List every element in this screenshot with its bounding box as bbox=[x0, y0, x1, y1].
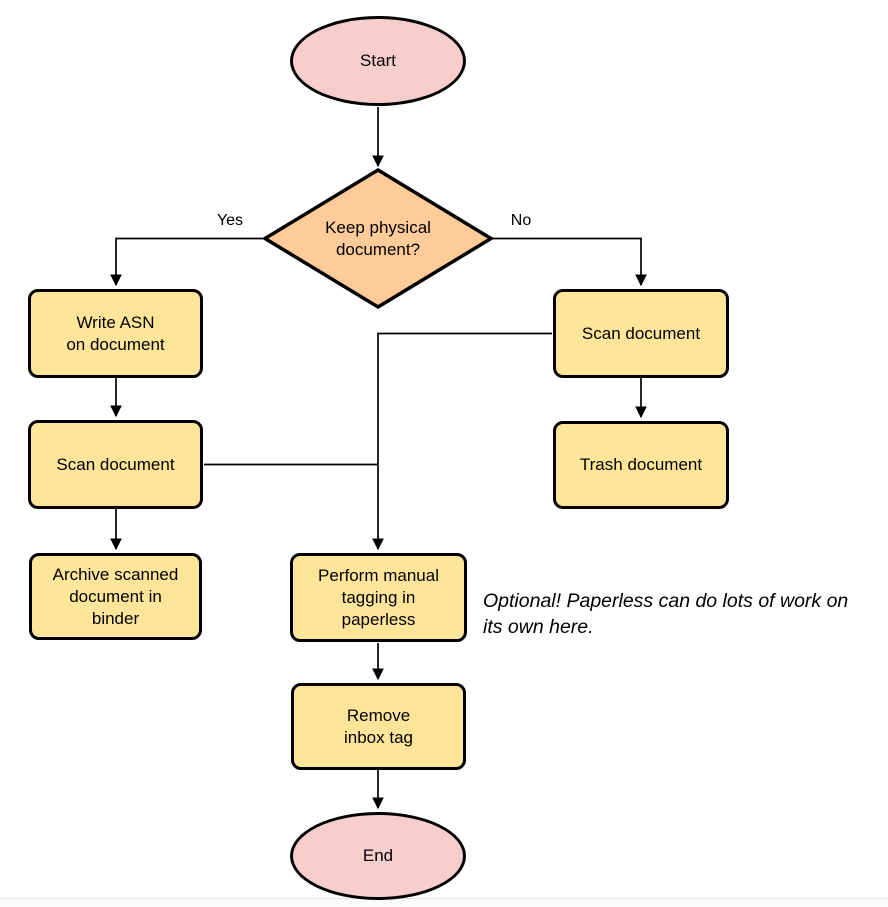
edge-label-yes: Yes bbox=[216, 212, 244, 229]
edge-scan-right-to-tagging bbox=[372, 332, 552, 551]
node-end: End bbox=[290, 812, 466, 900]
node-write-asn: Write ASN on document bbox=[28, 289, 203, 378]
decision-diamond-shape bbox=[261, 167, 495, 310]
node-scan-document-left: Scan document bbox=[28, 420, 203, 509]
edge-no-to-scan-document bbox=[492, 237, 647, 287]
page-divider bbox=[0, 898, 888, 899]
node-manual-tagging: Perform manual tagging in paperless bbox=[290, 553, 467, 642]
node-remove-inbox-tag: Remove inbox tag bbox=[291, 683, 466, 770]
node-trash-document: Trash document bbox=[553, 421, 729, 509]
node-archive-binder: Archive scanned document in binder bbox=[29, 553, 202, 640]
note-optional: Optional! Paperless can do lots of work … bbox=[483, 590, 849, 638]
edge-yes-to-write-asn bbox=[110, 237, 264, 287]
node-scan-document-right: Scan document bbox=[553, 289, 729, 378]
edge-label-no: No bbox=[510, 212, 532, 229]
page-below-area bbox=[0, 899, 888, 907]
node-decision-label: Keep physical document? bbox=[325, 218, 431, 259]
node-start: Start bbox=[290, 16, 466, 106]
